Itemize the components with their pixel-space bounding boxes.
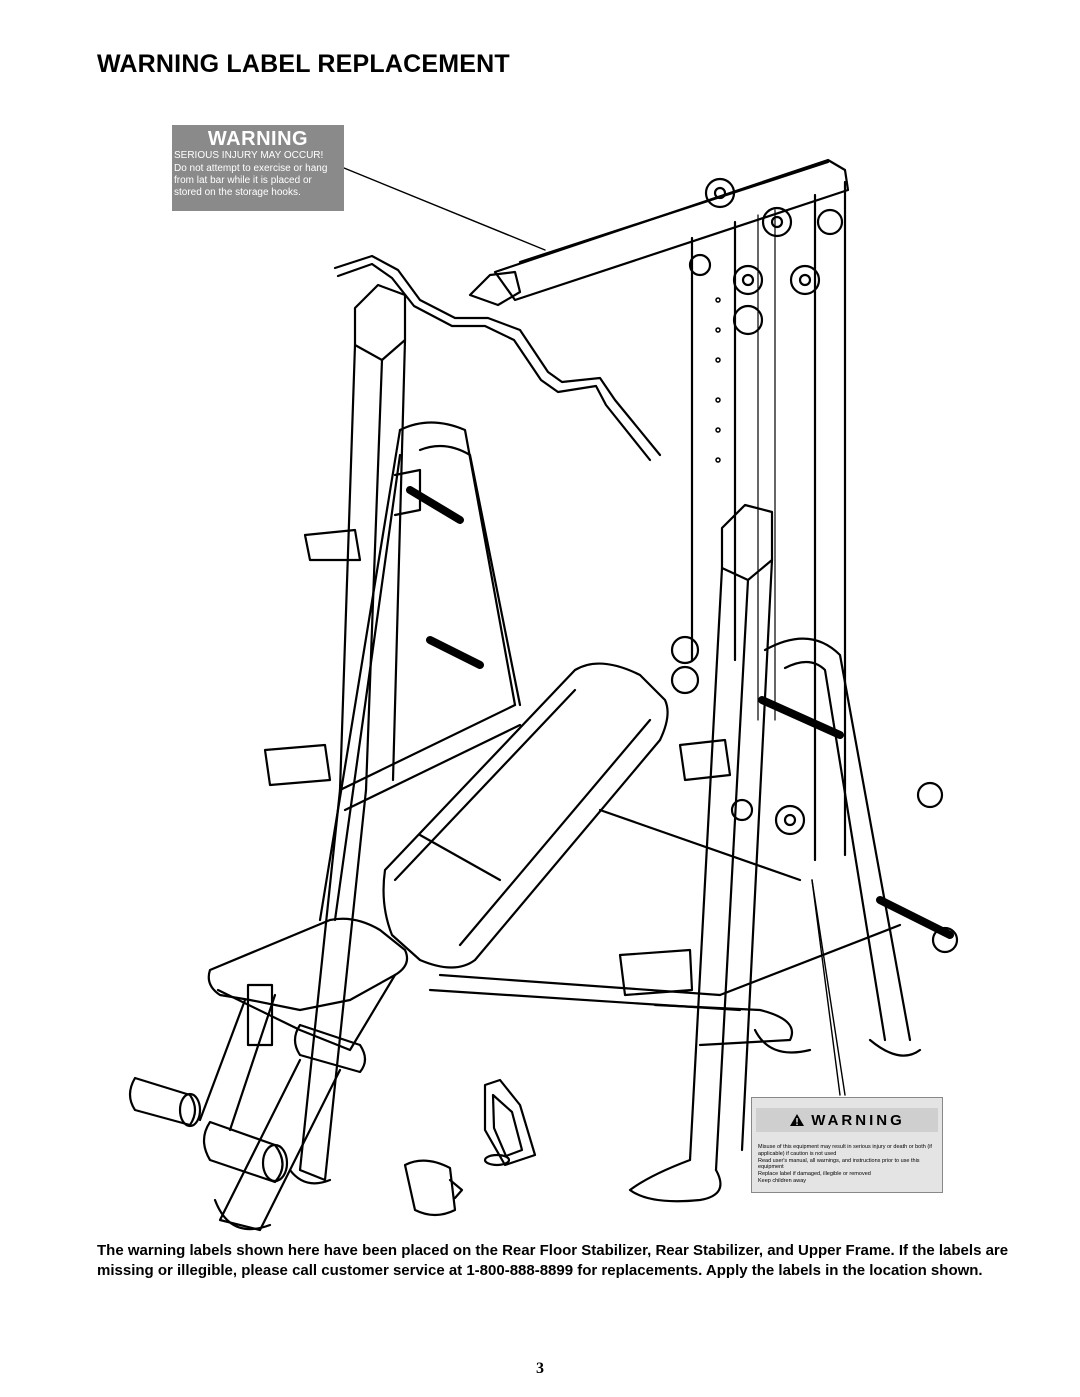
warning-heading: WARNING: [811, 1111, 905, 1129]
page-number: 3: [536, 1360, 544, 1377]
warning-line: Keep children away: [758, 1177, 807, 1184]
warning-band: WARNING: [756, 1108, 938, 1132]
warning-lines: Misuse of this equipment may result in s…: [758, 1144, 938, 1185]
warning-label-upper-frame: WARNING SERIOUS INJURY MAY OCCUR! Do not…: [172, 125, 344, 211]
caption: The warning labels shown here have been …: [97, 1242, 1009, 1279]
warning-line: Read user's manual, all warnings, and in…: [758, 1157, 920, 1171]
warning-triangle-icon: [790, 1114, 805, 1126]
warning-label-stabilizer: WARNING Misuse of this equipment may res…: [751, 1097, 943, 1193]
warning-body: Do not attempt to exercise or hang from …: [174, 163, 328, 198]
page-title: WARNING LABEL REPLACEMENT: [97, 50, 510, 78]
warning-line: Replace label if damaged, illegible or r…: [758, 1171, 871, 1178]
warning-subheading: SERIOUS INJURY MAY OCCUR!: [174, 150, 324, 161]
warning-line: Misuse of this equipment may result in s…: [758, 1144, 932, 1157]
warning-heading: WARNING: [207, 128, 309, 150]
